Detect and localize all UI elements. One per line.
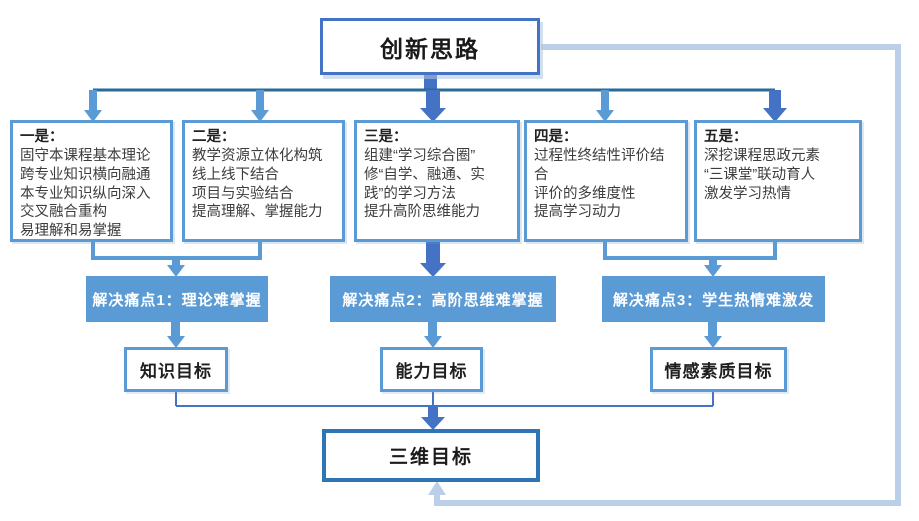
strategy-2-heading: 二是： <box>192 129 236 145</box>
pain-point-2-label: 解决痛点2：高阶思维难掌握 <box>342 291 544 309</box>
strategy-box-5: 五是： 深挖课程思政元素 “三课堂”联动育人 激发学习热情 <box>694 120 862 242</box>
arrow-pain1-to-goal1 <box>167 322 185 348</box>
arrow-to-strategy-4 <box>596 90 614 122</box>
goal-box-ability: 能力目标 <box>380 347 483 392</box>
pain-point-box-3: 解决痛点3：学生热情难激发 <box>602 276 825 322</box>
final-goal-label: 三维目标 <box>388 447 473 468</box>
strategy-1-line: 跨专业知识横向融通 <box>20 166 151 183</box>
strategy-4-line: 评价的多维度性 <box>534 185 636 202</box>
pain-point-1-label: 解决痛点1：理论难掌握 <box>92 291 262 309</box>
strategy-box-3: 三是： 组建“学习综合圈” 修“自学、融通、实践”的学习方法 提升高阶思维能力 <box>354 120 520 242</box>
title-label: 创新思路 <box>380 35 480 62</box>
goal-emotion-label: 情感素质目标 <box>664 362 773 381</box>
title-stub-connector <box>424 74 437 91</box>
strategy-1-line: 本专业知识纵向深入 <box>20 185 151 202</box>
title-box: 创新思路 <box>320 18 540 75</box>
strategy-5-heading: 五是： <box>704 129 748 145</box>
strategy-3-heading: 三是： <box>364 129 408 145</box>
strategy-box-4: 四是： 过程性终结性评价结合 评价的多维度性 提高学习动力 <box>524 120 688 242</box>
strategy-4-heading: 四是： <box>534 129 578 145</box>
converge-connector-1 <box>91 242 262 277</box>
arrow-to-strategy-3 <box>420 90 446 122</box>
arrow-pain2-to-goal2 <box>424 322 442 348</box>
strategy-1-line: 易理解和易掌握 <box>20 223 122 240</box>
goal-knowledge-label: 知识目标 <box>140 362 212 381</box>
strategy-5-line: 激发学习热情 <box>704 185 791 202</box>
arrow-to-strategy-1 <box>84 90 102 122</box>
final-goal-box: 三维目标 <box>322 429 540 482</box>
arrow-strategy3-to-pain2 <box>420 242 446 277</box>
strategy-1-line: 固守本课程基本理论 <box>20 147 151 164</box>
strategy-2-line: 提高理解、掌握能力 <box>192 204 323 221</box>
strategy-1-heading: 一是： <box>20 129 64 145</box>
goal-box-knowledge: 知识目标 <box>124 347 228 392</box>
arrow-to-strategy-2 <box>251 90 269 122</box>
pain-point-box-1: 解决痛点1：理论难掌握 <box>86 276 268 322</box>
goal-ability-label: 能力目标 <box>395 362 468 381</box>
strategy-2-line: 项目与实验结合 <box>192 185 294 202</box>
feedback-loop-arrow <box>428 44 901 506</box>
pain-point-box-2: 解决痛点2：高阶思维难掌握 <box>330 276 556 322</box>
strategy-3-line: 提升高阶思维能力 <box>364 204 480 221</box>
strategy-box-1: 一是： 固守本课程基本理论 跨专业知识横向融通 本专业知识纵向深入 交叉融合重构… <box>10 120 173 242</box>
converge-connector-2 <box>603 242 777 277</box>
strategy-1-line: 交叉融合重构 <box>20 204 107 221</box>
strategy-5-line: “三课堂”联动育人 <box>704 166 816 183</box>
strategy-4-line: 提高学习动力 <box>534 204 621 221</box>
arrow-to-strategy-5 <box>763 90 787 122</box>
strategy-2-line: 线上线下结合 <box>192 166 279 183</box>
goal-box-emotion: 情感素质目标 <box>650 347 787 392</box>
strategy-3-line: 修“自学、融通、实践”的学习方法 <box>364 166 485 202</box>
pain-point-3-label: 解决痛点3：学生热情难激发 <box>612 291 815 309</box>
strategy-2-line: 教学资源立体化构筑 <box>192 147 323 164</box>
goal-merge-connector <box>175 392 714 430</box>
strategy-4-line: 过程性终结性评价结合 <box>534 147 665 183</box>
arrow-pain3-to-goal3 <box>704 322 722 348</box>
strategy-3-line: 组建“学习综合圈” <box>364 147 476 164</box>
strategy-box-2: 二是： 教学资源立体化构筑 线上线下结合 项目与实验结合 提高理解、掌握能力 <box>182 120 345 242</box>
strategy-5-line: 深挖课程思政元素 <box>704 147 820 164</box>
